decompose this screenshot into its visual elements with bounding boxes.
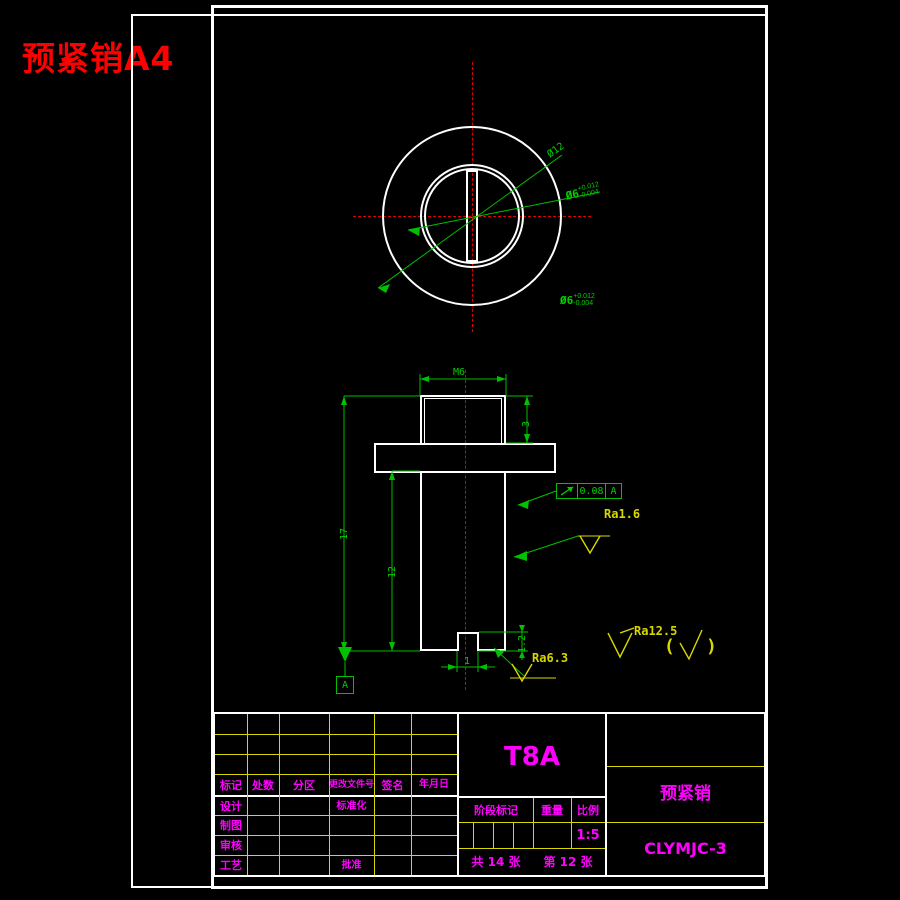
middle-col-sep [571, 798, 572, 848]
sheet-index-label: 第 12 张 [543, 855, 593, 869]
surface-general-paren-open: ( [664, 636, 675, 657]
shank-left [420, 471, 422, 651]
weight-label: 重量 [541, 803, 563, 817]
groove-left-wall [457, 632, 459, 651]
surface-finish-ra16-label: Ra1.6 [604, 507, 641, 521]
rev-header-cell: 标记 [220, 778, 242, 792]
groove-top [457, 632, 479, 634]
dim-groove-depth-label: 1.2 [517, 634, 528, 653]
row-sep [215, 815, 457, 816]
role-cell-design: 设计 [220, 800, 242, 813]
rev-header-cell: 年月日 [419, 779, 449, 790]
right-sep-2 [607, 822, 764, 823]
sheet-total-label: 共 14 张 [471, 855, 521, 869]
bore-circle-inner [424, 168, 520, 264]
col-sep [329, 714, 330, 875]
slot-bottom-edge [466, 260, 478, 262]
middle-col-sep [533, 798, 534, 848]
stage-subcol-sep [473, 822, 474, 848]
middle-row-sep [459, 822, 605, 823]
scale-label: 比例 [577, 803, 599, 817]
rev-header-cell: 分区 [293, 778, 315, 792]
dim-bore-free-note: Ø6+0.012-0.004 [560, 292, 595, 308]
surface-finish-general-label: Ra12.5 [634, 624, 678, 638]
title-block: 标记 处数 分区 更改文件号 签名 年月日 设计 制图 审核 工艺 标准化 批准… [213, 712, 766, 877]
stage-subcol-sep [513, 822, 514, 848]
row-sep [215, 734, 457, 735]
thread-boss-top [420, 395, 506, 397]
scale-value: 1:5 [576, 828, 600, 843]
thread-root-right [501, 398, 502, 445]
dim-total-length-label: 17 [339, 527, 350, 540]
thread-boss-left [420, 395, 422, 445]
row-sep [215, 855, 457, 856]
title-block-right: 预紧销 CLYMJC-3 [607, 714, 764, 875]
dim-bore-free-tolerance: +0.012-0.004 [573, 292, 595, 307]
groove-right-wall [477, 632, 479, 651]
dim-groove-width-label: 1 [464, 656, 471, 667]
drawing-title-text: 预紧销A4 [22, 39, 175, 78]
drawing-number-label: CLYMJC-3 [644, 839, 727, 858]
thread-root-top [424, 398, 502, 399]
part-name-label: 预紧销 [660, 784, 711, 804]
row-sep-white [215, 795, 457, 797]
slot-top-edge [466, 170, 478, 172]
surface-general-paren-close: ) [706, 636, 717, 657]
front-view-centerline [465, 370, 466, 690]
flange-bottom [374, 471, 556, 473]
gtol-datum-cell: A [606, 483, 622, 499]
gtol-value-cell: 0.08 [578, 483, 606, 499]
rev-header-cell: 签名 [381, 778, 404, 792]
thread-root-left [424, 398, 425, 445]
middle-sep-1 [459, 796, 605, 798]
col-sep [279, 714, 280, 875]
role-cell-process: 工艺 [220, 859, 242, 872]
slot-flank-right [476, 170, 478, 262]
role-cell-review: 审核 [220, 839, 242, 852]
col-sep [374, 714, 375, 875]
slot-flank-left [466, 170, 468, 262]
role-cell-standardize: 标准化 [336, 800, 367, 812]
col-sep [247, 714, 248, 875]
rev-header-cell: 处数 [252, 778, 274, 792]
right-sep-1 [607, 766, 764, 767]
sheet-inner-frame [211, 5, 768, 889]
dim-thread-label: M6 [453, 367, 466, 378]
dim-bore-tolerance: +0.012-0.004 [577, 180, 600, 200]
col-sep [411, 714, 412, 875]
material-label: T8A [504, 742, 560, 772]
title-block-left-table: 标记 处数 分区 更改文件号 签名 年月日 设计 制图 审核 工艺 标准化 批准 [215, 714, 457, 875]
stage-subcol-sep [493, 822, 494, 848]
flange-right [554, 443, 556, 473]
title-block-middle: T8A 阶段标记 重量 比例 1:5 共 14 张 第 12 张 [459, 714, 605, 875]
surface-finish-ra63-label: Ra6.3 [532, 651, 569, 665]
flange-top [374, 443, 556, 445]
role-cell-draft: 制图 [220, 819, 242, 832]
runout-arrow-icon [556, 483, 578, 499]
thread-boss-right [504, 395, 506, 445]
row-sep [215, 774, 457, 775]
shank-bottom-left [420, 649, 458, 651]
dim-body-length-label: 12 [387, 565, 398, 578]
gtol-frame: 0.08 A [556, 483, 622, 499]
flange-left [374, 443, 376, 473]
shank-right [504, 471, 506, 651]
dim-thread-length-label: 3 [521, 420, 532, 427]
rev-header-cell: 更改文件号 [329, 779, 375, 790]
datum-a-box: A [336, 676, 354, 694]
runout-arrow-glyph [560, 486, 574, 496]
role-cell-approve: 批准 [341, 859, 362, 871]
middle-row-sep-2 [459, 848, 605, 849]
dim-bore-free-value: Ø6 [560, 294, 574, 307]
stage-mark-label: 阶段标记 [474, 803, 518, 817]
title-block-divider-2 [605, 714, 607, 875]
title-block-divider-1 [457, 714, 459, 875]
row-sep [215, 754, 457, 755]
row-sep [215, 835, 457, 836]
shank-bottom-right [478, 649, 506, 651]
